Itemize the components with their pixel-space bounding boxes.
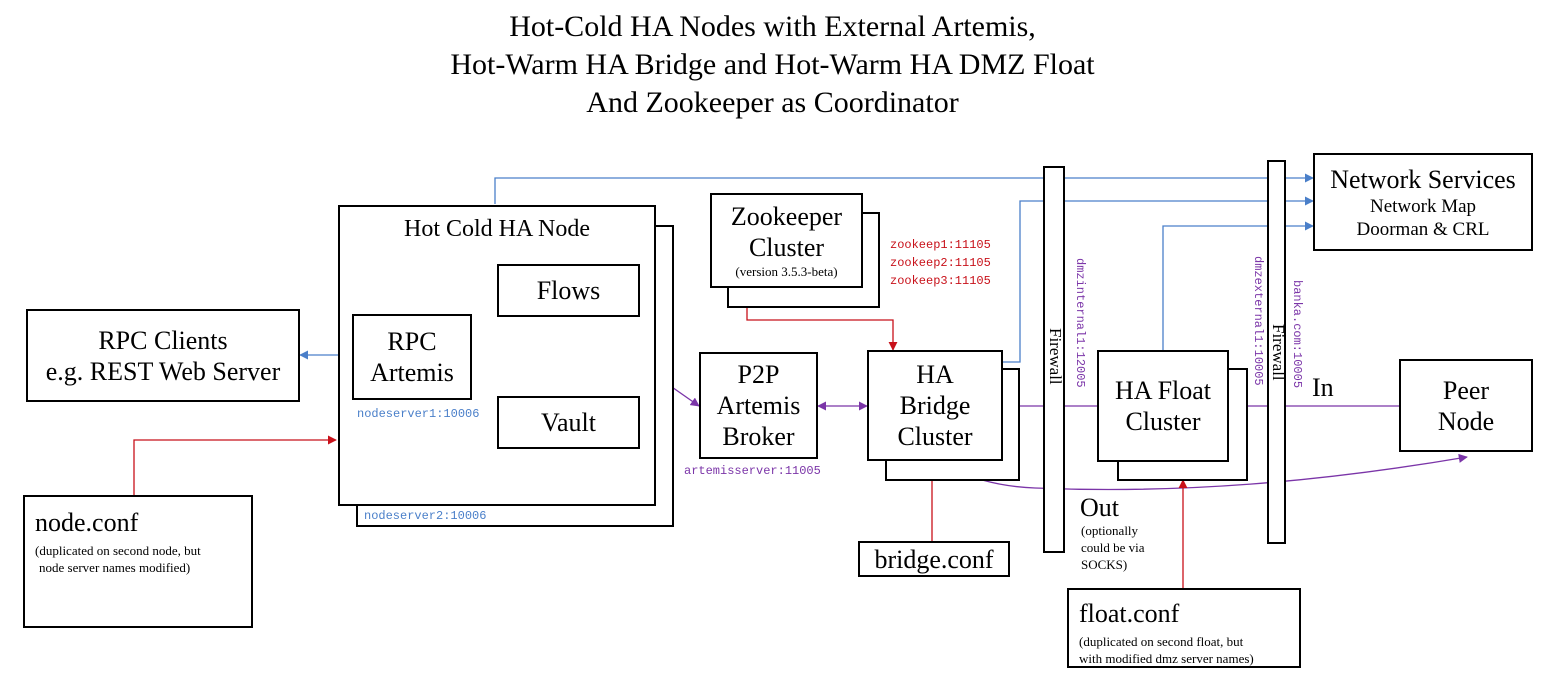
p2p-line-1: P2P <box>737 360 780 389</box>
node-to-network-services-link <box>494 173 1314 204</box>
node-conf-box: node.conf (duplicated on second node, bu… <box>23 495 253 628</box>
diagram-title: Hot-Cold HA Nodes with External Artemis,… <box>300 8 1245 122</box>
zookeeper-address-1: zookeep1:11105 <box>890 238 991 252</box>
node-conf-note-1: (duplicated on second node, but <box>35 543 201 558</box>
zookeeper-addresses: zookeep1:11105 zookeep2:11105 zookeep3:1… <box>890 236 991 290</box>
title-line-3: And Zookeeper as Coordinator <box>586 86 959 119</box>
rpc-clients-line-2: e.g. REST Web Server <box>45 356 281 386</box>
nodeserver1-address: nodeserver1:10006 <box>357 407 480 421</box>
float-conf-note-2: with modified dmz server names) <box>1079 651 1254 666</box>
firewall-1: Firewall <box>1043 166 1065 553</box>
bridge-conf-label: bridge.conf <box>874 544 994 574</box>
peer-line-1: Peer <box>1442 375 1490 405</box>
doorman-crl-label: Doorman & CRL <box>1356 218 1490 240</box>
ha-bridge-box: HA Bridge Cluster <box>867 350 1003 461</box>
float-conf-title: float.conf <box>1079 599 1180 628</box>
node-conf-title: node.conf <box>35 508 139 537</box>
rpc-artemis-line-1: RPC <box>387 327 437 356</box>
float-conf-note-1: (duplicated on second float, but <box>1079 634 1244 649</box>
rpc-clients-line-1: RPC Clients <box>98 325 228 355</box>
out-note: (optionally could be via SOCKS) <box>1081 522 1145 573</box>
bridge-line-2: Bridge <box>899 391 971 420</box>
artemisserver-address: artemisserver:11005 <box>684 464 821 478</box>
network-services-box: Network Services Network Map Doorman & C… <box>1313 153 1533 251</box>
title-line-2: Hot-Warm HA Bridge and Hot-Warm HA DMZ F… <box>450 48 1095 81</box>
zookeeper-box: Zookeeper Cluster (version 3.5.3-beta) <box>710 193 863 288</box>
rpc-clients-box: RPC Clients e.g. REST Web Server <box>26 309 300 402</box>
banka-address: banka.com:10005 <box>1290 280 1304 389</box>
title-line-1: Hot-Cold HA Nodes with External Artemis, <box>509 10 1036 43</box>
flows-box: Flows <box>497 264 640 317</box>
peer-node-box: Peer Node <box>1399 359 1533 452</box>
flows-label: Flows <box>536 276 601 305</box>
bridge-conf-box: bridge.conf <box>858 541 1010 577</box>
vault-label: Vault <box>541 408 596 437</box>
bridge-line-1: HA <box>916 360 954 389</box>
firewall-2: Firewall <box>1267 160 1288 544</box>
rpc-artemis-box: RPC Artemis <box>352 314 472 400</box>
firewall-2-label: Firewall <box>1269 324 1288 381</box>
zookeeper-version: (version 3.5.3-beta) <box>735 264 838 279</box>
ha-float-box: HA Float Cluster <box>1097 350 1229 462</box>
p2p-line-3: Broker <box>722 422 795 451</box>
rpc-artemis-line-2: Artemis <box>370 358 454 387</box>
firewall-1-label: Firewall <box>1046 328 1065 385</box>
zookeeper-line-2: Cluster <box>748 233 825 262</box>
out-note-2: could be via <box>1081 540 1145 555</box>
float-conf-box: float.conf (duplicated on second float, … <box>1067 588 1301 668</box>
dmzinternal-address: dmzinternal1:12005 <box>1073 258 1087 388</box>
zookeeper-address-3: zookeep3:11105 <box>890 274 991 288</box>
in-label: In <box>1312 373 1334 402</box>
vault-box: Vault <box>497 396 640 449</box>
float-line-2: Cluster <box>1125 407 1201 436</box>
p2p-artemis-broker-box: P2P Artemis Broker <box>699 352 818 459</box>
p2p-line-2: Artemis <box>716 391 801 420</box>
out-note-3: SOCKS) <box>1081 557 1128 572</box>
ha-node-title: Hot Cold HA Node <box>404 216 590 242</box>
nodeserver2-address: nodeserver2:10006 <box>364 509 487 523</box>
bridge-line-3: Cluster <box>897 422 973 451</box>
float-line-1: HA Float <box>1114 376 1212 405</box>
network-services-title: Network Services <box>1330 164 1516 194</box>
dmzexternal-address: dmzexternal1:10005 <box>1251 256 1265 386</box>
peer-line-2: Node <box>1437 406 1495 436</box>
zookeeper-address-2: zookeep2:11105 <box>890 256 991 270</box>
zookeeper-line-1: Zookeeper <box>730 202 843 231</box>
node-conf-to-node-link <box>133 435 337 495</box>
node-conf-note-2: node server names modified) <box>39 560 191 575</box>
network-map-label: Network Map <box>1369 195 1477 217</box>
out-note-1: (optionally <box>1081 523 1139 538</box>
out-label: Out <box>1080 493 1119 522</box>
